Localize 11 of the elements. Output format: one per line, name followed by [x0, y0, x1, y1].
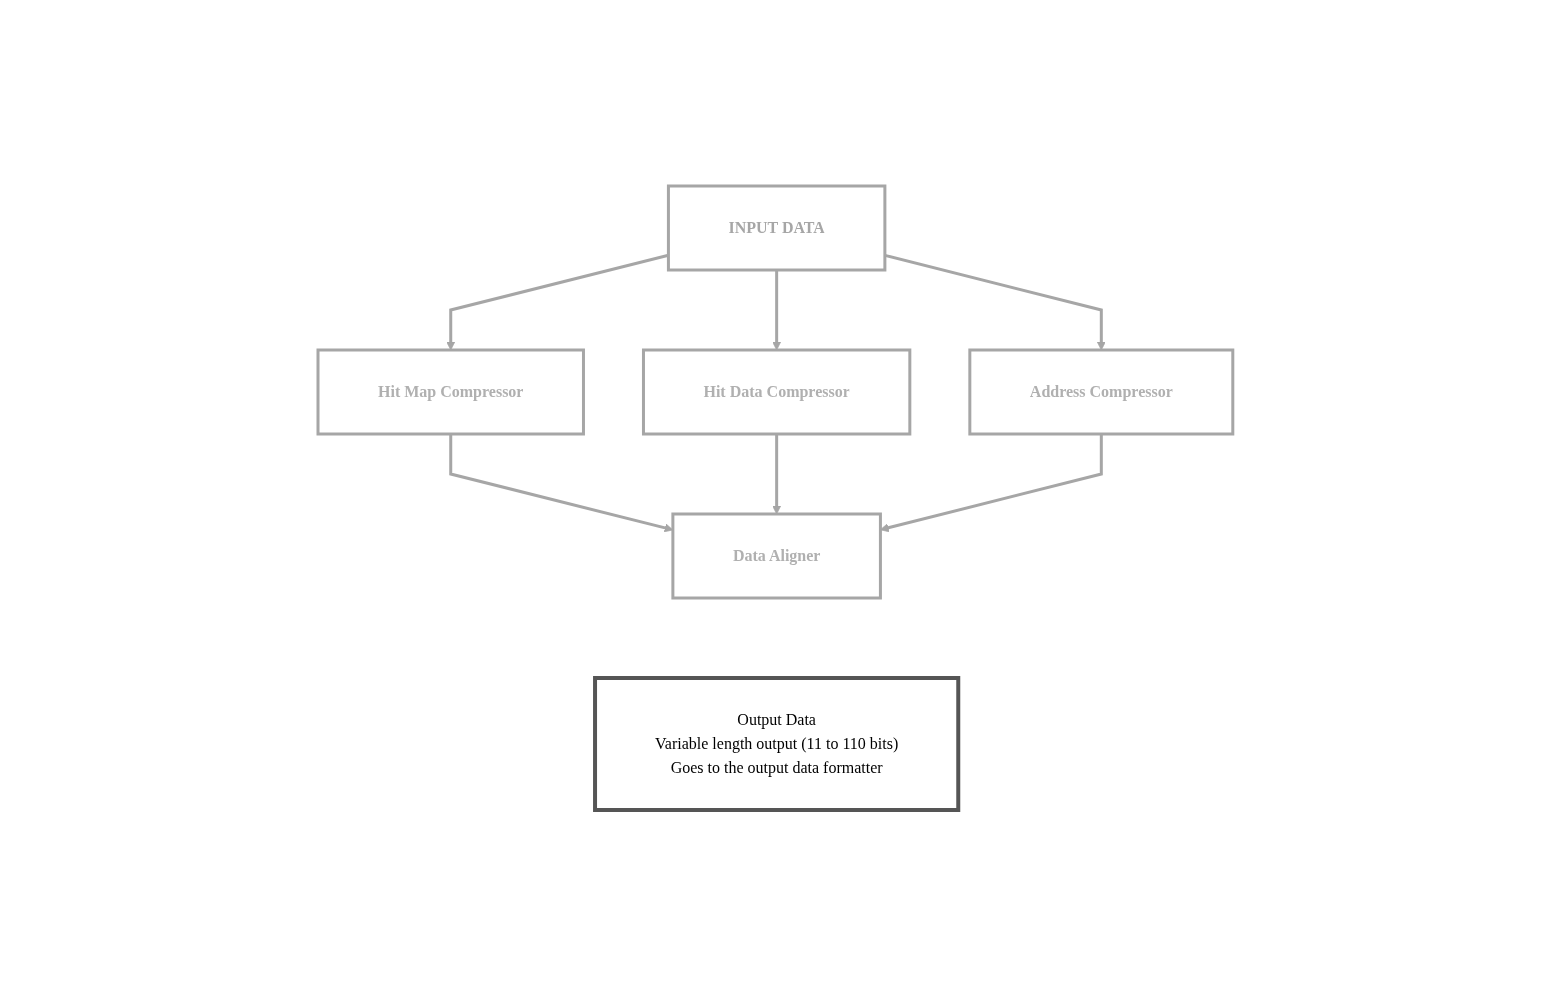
node-box: Hit Data Compressor: [642, 348, 912, 436]
node-box: Hit Map Compressor: [316, 348, 586, 436]
arrow: [880, 434, 1103, 533]
node-box: Output Data Variable length output (11 to 110 bits) Goes to the output data formatter: [593, 676, 961, 812]
node-box: Data Aligner: [671, 512, 882, 600]
node-box: Address Compressor: [968, 348, 1235, 436]
arrow: [884, 253, 1106, 351]
arrow: [772, 270, 782, 351]
arrow: [772, 434, 782, 515]
node-box: INPUT DATA: [667, 184, 887, 272]
arrow: [446, 253, 669, 351]
